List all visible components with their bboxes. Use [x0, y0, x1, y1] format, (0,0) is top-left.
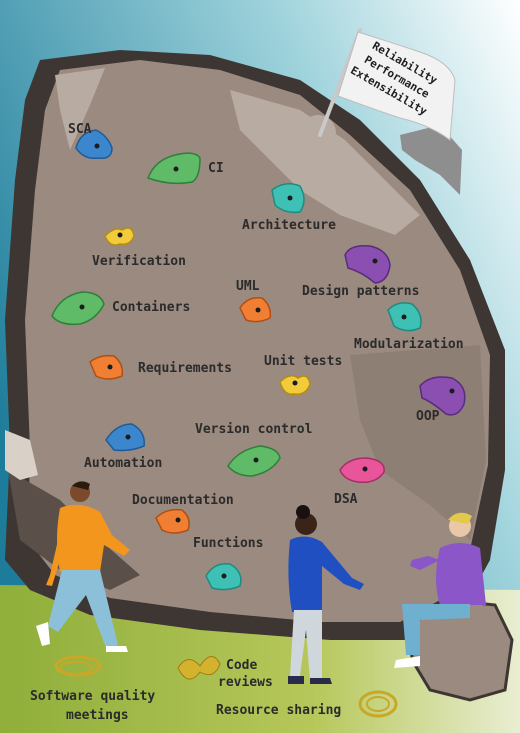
label-oop: OOP — [416, 409, 440, 424]
rope-coil-right — [358, 690, 398, 718]
hold-architecture — [271, 183, 305, 214]
label-ci: CI — [208, 161, 224, 176]
rope-bundle-middle — [177, 656, 221, 680]
ground-labels: Software quality meetings Code reviews R… — [30, 658, 341, 723]
hold-modularization — [387, 302, 422, 332]
label-code: Code — [226, 658, 257, 673]
label-automation: Automation — [84, 456, 162, 471]
hold-requirements — [89, 354, 124, 380]
label-uml: UML — [236, 279, 260, 294]
rock-highlight-left — [55, 68, 105, 150]
flag-pole-base — [300, 115, 336, 151]
hold-automation — [105, 423, 145, 452]
hold-uml — [239, 296, 272, 323]
label-meetings: meetings — [66, 708, 129, 723]
rock-crack-light — [5, 430, 38, 480]
label-reviews: reviews — [218, 675, 273, 690]
hold-version-control — [227, 445, 281, 477]
label-modularization: Modularization — [354, 337, 464, 352]
summit-flag: Reliability Performance Extensibility — [318, 28, 462, 195]
rock-highlight — [230, 90, 420, 235]
skill-labels: SCA CI Architecture Verification UML Des… — [68, 122, 464, 551]
label-functions: Functions — [193, 536, 263, 551]
flag-tail — [400, 125, 462, 195]
hold-containers — [51, 291, 105, 326]
hold-design-patterns — [344, 244, 391, 284]
rope-coil-left — [54, 655, 102, 677]
label-dsa: DSA — [334, 492, 358, 507]
hold-dsa — [339, 457, 385, 484]
person-walking — [36, 481, 130, 652]
label-verification: Verification — [92, 254, 186, 269]
person-sitting — [394, 512, 486, 668]
label-design-patterns: Design patterns — [302, 284, 419, 299]
hold-functions — [205, 563, 242, 591]
label-requirements: Requirements — [138, 361, 232, 376]
label-version-control: Version control — [195, 422, 312, 437]
rope-coils — [54, 655, 398, 718]
label-documentation: Documentation — [132, 493, 234, 508]
hold-ci — [147, 152, 201, 185]
person-standing — [288, 505, 364, 684]
label-sca: SCA — [68, 122, 92, 137]
label-resource-sharing: Resource sharing — [216, 703, 341, 718]
hold-sca — [75, 129, 113, 160]
label-software-quality: Software quality — [30, 689, 155, 704]
label-architecture: Architecture — [242, 218, 336, 233]
label-unit-tests: Unit tests — [264, 354, 342, 369]
hold-unit-tests — [279, 375, 311, 396]
flag-cloth — [337, 31, 456, 141]
hold-documentation — [155, 508, 190, 534]
hold-verification — [104, 227, 135, 246]
hold-oop — [419, 376, 466, 416]
climbing-holds — [51, 129, 466, 591]
label-containers: Containers — [112, 300, 190, 315]
